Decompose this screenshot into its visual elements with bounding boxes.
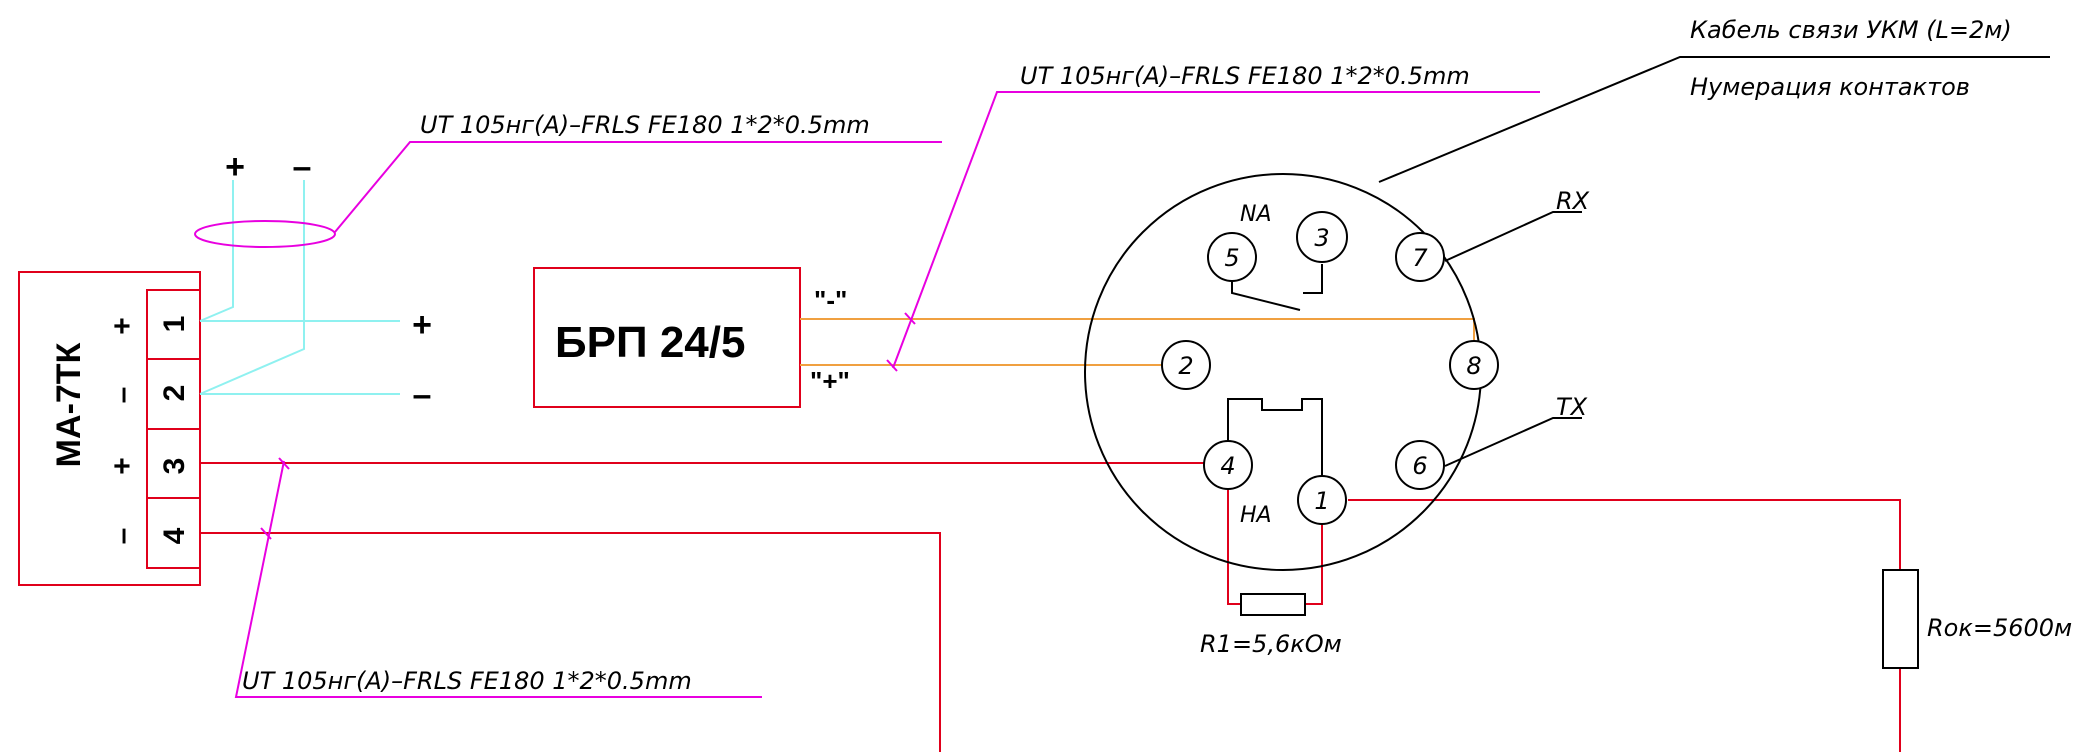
cable-wire-minus bbox=[199, 180, 305, 395]
cable-tick bbox=[904, 312, 916, 325]
red-wires bbox=[200, 462, 1901, 752]
output-minus-label: – bbox=[413, 376, 432, 414]
pin-number-3: 3 bbox=[1314, 224, 1329, 252]
power-supply-minus-label: "-" bbox=[814, 285, 847, 315]
pin-number-1: 1 bbox=[1314, 487, 1329, 515]
pin-number-2: 2 bbox=[1178, 352, 1193, 380]
pin-3 bbox=[1296, 211, 1348, 263]
device-ma7tk: МА-7ТК 1 2 3 4 + – + – bbox=[18, 271, 201, 586]
cable-bundle-ellipse bbox=[194, 220, 336, 248]
connector-title: Кабель связи УКМ (L=2м) bbox=[1690, 16, 2012, 44]
wire-terminal4-down bbox=[200, 532, 941, 752]
pin-2 bbox=[1161, 340, 1211, 390]
power-supply-plus-label: "+" bbox=[810, 366, 850, 396]
resistor-r1 bbox=[1240, 593, 1306, 616]
resistor-rok-label: Rок=5600м bbox=[1927, 614, 2072, 642]
cable-leader-middle bbox=[892, 91, 1540, 369]
pin4-pin1-jumper bbox=[1227, 398, 1323, 484]
wire-r1-to-pin1 bbox=[1305, 516, 1323, 605]
terminal-polarity: + bbox=[106, 317, 139, 335]
pin-8 bbox=[1449, 340, 1499, 390]
cable-label-middle: UT 105нг(А)–FRLS FE180 1*2*0.5mm bbox=[1020, 62, 1470, 90]
pin-number-6: 6 bbox=[1412, 452, 1427, 480]
cable-label-bottom: UT 105нг(А)–FRLS FE180 1*2*0.5mm bbox=[242, 667, 692, 695]
terminal-number: 3 bbox=[158, 458, 191, 475]
connector-pins bbox=[1161, 211, 1499, 525]
label-na-bottom: НА bbox=[1240, 503, 1272, 528]
connector-title-leader bbox=[1378, 56, 2050, 183]
device-ma7tk-label: МА-7ТК bbox=[50, 342, 88, 467]
power-supply: БРП 24/5 "-" "+" bbox=[533, 267, 850, 408]
output-plus-label: + bbox=[412, 306, 432, 344]
terminal-number: 4 bbox=[158, 527, 191, 544]
tx-leader bbox=[1444, 417, 1582, 467]
connector-subtitle: Нумерация контактов bbox=[1690, 73, 1970, 101]
wire-pin1-to-rok bbox=[1348, 499, 1901, 570]
rx-leader bbox=[1444, 211, 1582, 262]
pin-number-8: 8 bbox=[1466, 352, 1481, 380]
terminal-polarity: + bbox=[106, 457, 139, 475]
cable-minus-label: – bbox=[293, 148, 312, 186]
cable-tick bbox=[886, 359, 898, 372]
cable-plus-label: + bbox=[225, 148, 245, 186]
power-supply-body bbox=[533, 267, 801, 408]
cable-tick bbox=[260, 527, 272, 540]
cable-label-top: UT 105нг(А)–FRLS FE180 1*2*0.5mm bbox=[420, 111, 870, 139]
wire-minus-to-pin8 bbox=[800, 318, 1475, 346]
pin-4 bbox=[1203, 440, 1253, 490]
orange-wires bbox=[800, 318, 1475, 366]
pin-6 bbox=[1395, 440, 1445, 490]
cable-leader-bottom bbox=[234, 460, 762, 698]
cable-wire-plus bbox=[199, 180, 234, 322]
label-tx: TX bbox=[1556, 393, 1588, 421]
label-na-top: NA bbox=[1240, 202, 1272, 227]
twisted-pair-cable bbox=[199, 180, 400, 395]
pin-5 bbox=[1207, 232, 1257, 282]
cable-tick bbox=[278, 457, 290, 470]
pin-number-5: 5 bbox=[1224, 244, 1239, 272]
power-supply-label: БРП 24/5 bbox=[555, 318, 745, 367]
pin-1 bbox=[1297, 475, 1347, 525]
wire-pin4-to-r1 bbox=[1227, 480, 1241, 605]
terminal-polarity: – bbox=[106, 387, 139, 404]
cable-leader-top bbox=[334, 141, 942, 233]
pin-number-4: 4 bbox=[1220, 452, 1235, 480]
label-rx: RX bbox=[1556, 187, 1590, 215]
terminal-number: 1 bbox=[158, 316, 191, 333]
terminal-number: 2 bbox=[158, 385, 191, 402]
pin-number-7: 7 bbox=[1412, 244, 1428, 272]
terminal-polarity: – bbox=[106, 528, 139, 545]
pin-7 bbox=[1395, 232, 1445, 282]
resistor-r1-label: R1=5,6кОм bbox=[1200, 630, 1342, 658]
resistor-rok bbox=[1882, 569, 1919, 669]
connector: 1 2 3 4 5 6 7 8 NA НА RX TX bbox=[1084, 56, 2050, 571]
pin3-link bbox=[1303, 264, 1323, 294]
